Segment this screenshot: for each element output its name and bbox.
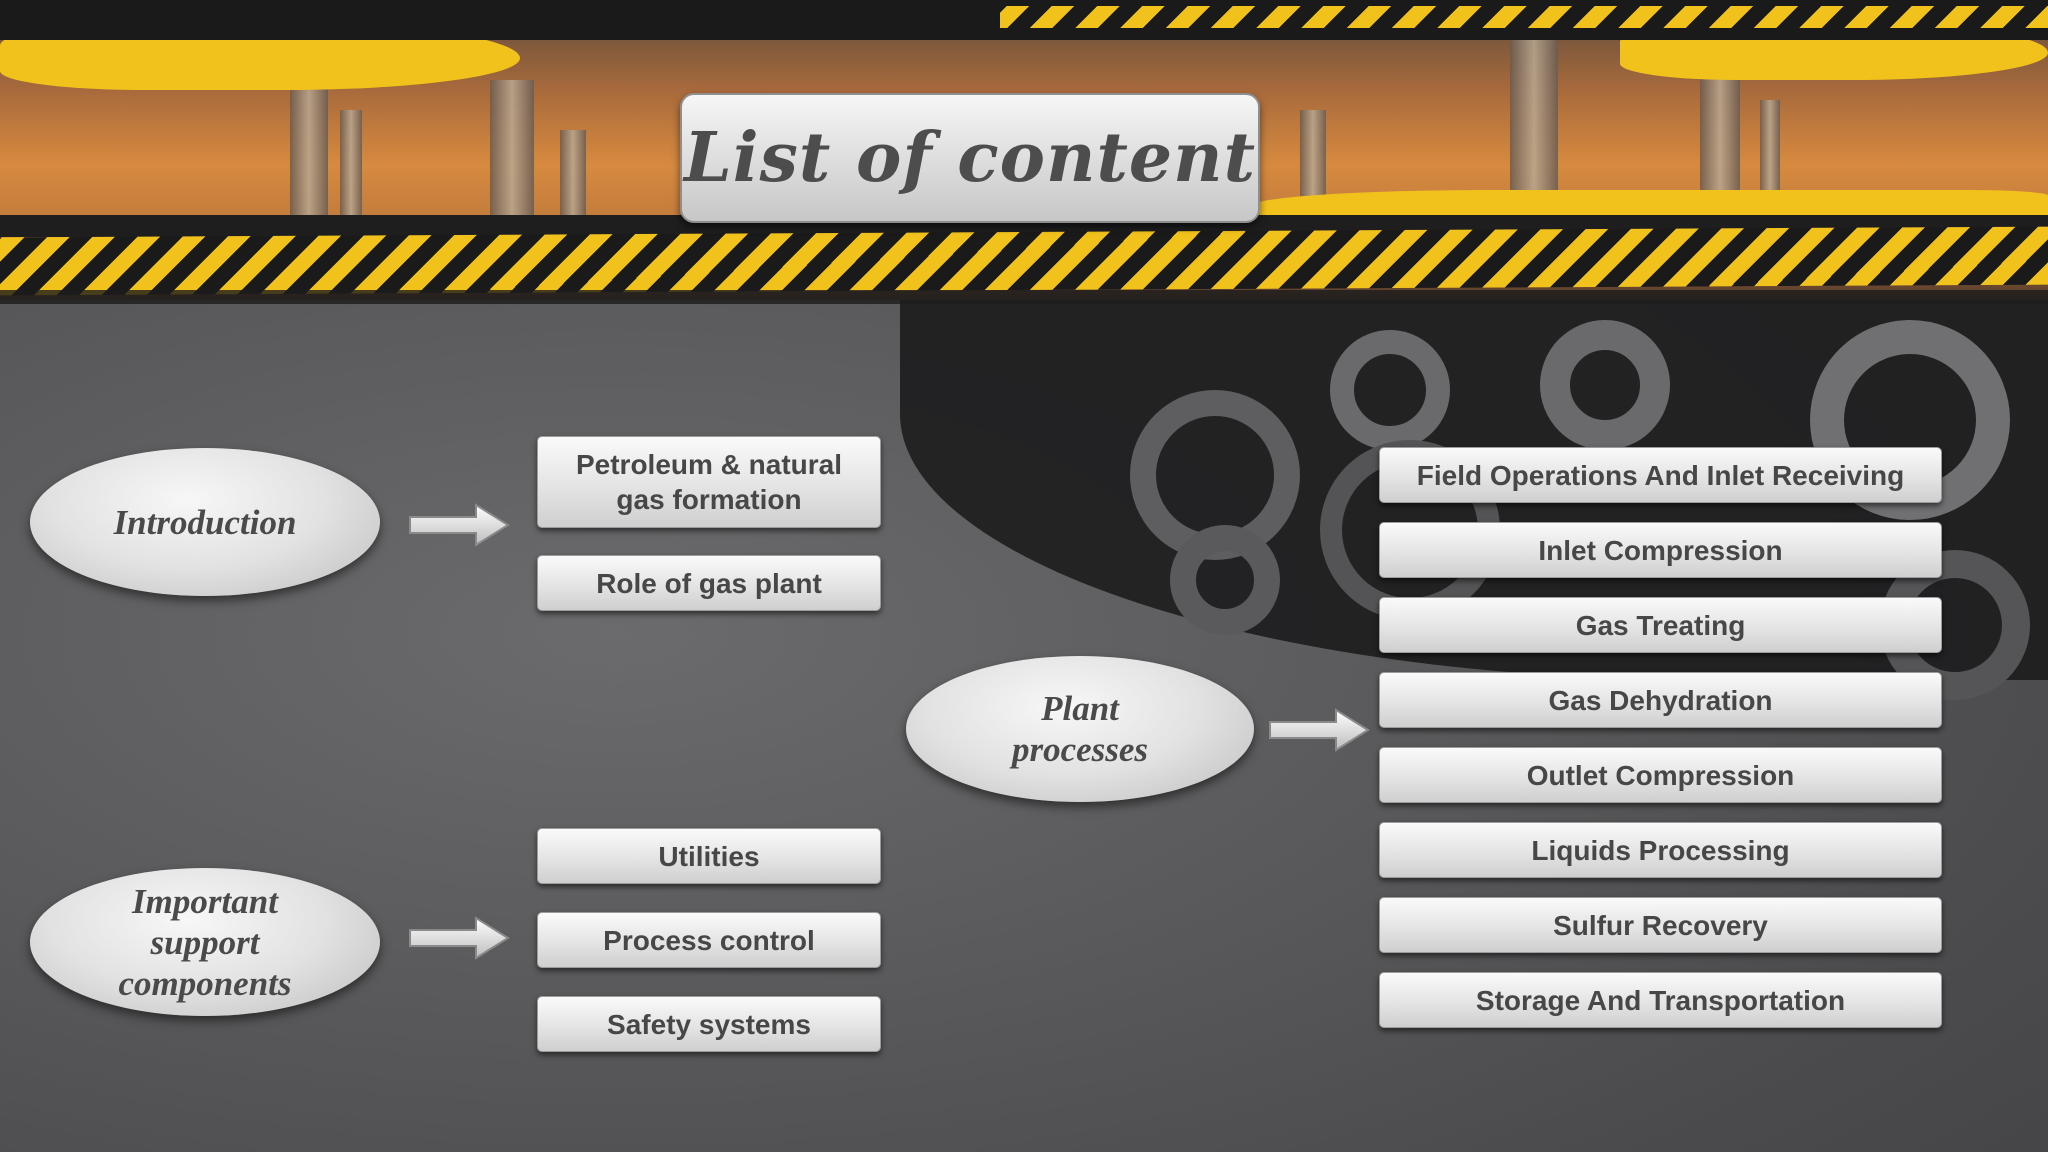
plant-processes-oval: Plant processes [906,656,1254,802]
topic-label: Role of gas plant [596,567,822,599]
topic-label: Process control [603,924,815,956]
right-arrow-icon [409,503,510,547]
topic-box: Safety systems [537,996,881,1052]
process-box: Gas Treating [1379,597,1942,653]
process-box: Gas Dehydration [1379,672,1942,728]
right-arrow-icon [409,916,510,960]
right-arrow-icon [1269,708,1370,752]
gear-ring-decoration [1330,330,1450,450]
process-box: Sulfur Recovery [1379,897,1942,953]
process-box: Field Operations And Inlet Receiving [1379,447,1942,503]
title-banner: List of content [680,93,1260,223]
topic-box: Petroleum & natural gas formation [537,436,881,528]
process-label: Field Operations And Inlet Receiving [1416,459,1905,491]
topic-box: Utilities [537,828,881,884]
topic-box: Role of gas plant [537,555,881,611]
topic-label: Petroleum & natural gas formation [575,449,843,515]
process-box: Outlet Compression [1379,747,1942,803]
process-box: Inlet Compression [1379,522,1942,578]
process-box: Storage And Transportation [1379,972,1942,1028]
topic-label: Safety systems [607,1008,811,1040]
page-title: List of content [683,118,1256,198]
gear-ring-decoration [1540,320,1670,450]
support-components-oval: Important support components [30,868,380,1016]
process-label: Outlet Compression [1526,759,1795,791]
hazard-stripes-main [0,226,2048,296]
introduction-label: Introduction [113,502,297,542]
process-box: Liquids Processing [1379,822,1942,878]
process-label: Gas Dehydration [1548,684,1773,716]
support-components-label: Important support components [118,881,292,1003]
plant-processes-label: Plant processes [1011,689,1149,769]
gear-ring-decoration [1170,525,1280,635]
topic-label: Utilities [658,840,760,872]
process-label: Inlet Compression [1538,534,1783,566]
introduction-oval: Introduction [30,448,380,596]
topic-box: Process control [537,912,881,968]
process-label: Sulfur Recovery [1553,909,1768,941]
process-label: Gas Treating [1575,609,1746,641]
process-label: Storage And Transportation [1475,984,1846,1016]
hazard-stripes-top [1000,6,2048,28]
process-label: Liquids Processing [1531,834,1790,866]
